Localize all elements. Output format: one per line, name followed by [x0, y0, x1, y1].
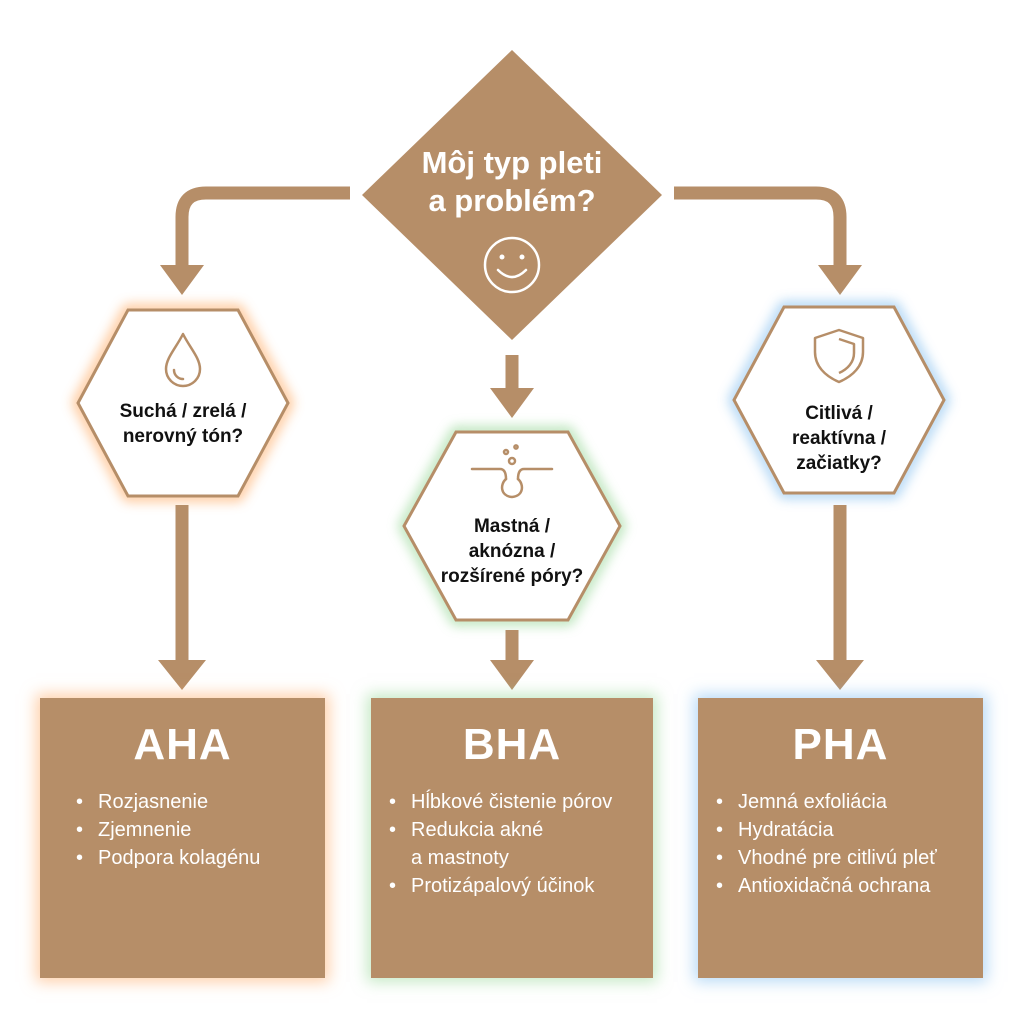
bullet-glyph: •	[389, 791, 397, 813]
bullet-glyph: •	[716, 875, 724, 897]
result-list-item: • Antioxidačná ochrana	[716, 872, 937, 900]
result-list-item-text: Zjemnenie	[98, 819, 192, 841]
result-title-bha: BHA	[462, 720, 562, 769]
hex-sensitive	[732, 305, 946, 495]
result-list-item: • Jemná exfoliácia	[716, 788, 937, 816]
result-title-aha: AHA	[133, 720, 232, 769]
bullet-glyph: •	[76, 819, 84, 841]
question-oily: Mastná / aknózna / rozšírené póry?	[422, 511, 602, 591]
arrowhead-dry-to-aha	[158, 660, 206, 690]
result-list-item: • Protizápalový účinok	[389, 872, 612, 900]
result-list-aha: • Rozjasnenie • Zjemnenie • Podpora kolagénu	[76, 788, 260, 872]
arrowhead-root-to-dry	[160, 265, 204, 295]
result-list-item-text: Rozjasnenie	[98, 791, 209, 813]
question-sensitive: Citlivá / reaktívna / začiatky?	[754, 398, 924, 478]
result-list-item: • Podpora kolagénu	[76, 844, 260, 872]
hex-oily	[402, 430, 622, 622]
result-title-pha: PHA	[792, 720, 889, 769]
result-list-item: • Hĺbkové čistenie pórov	[389, 788, 612, 816]
pore-icon	[470, 444, 554, 499]
water-drop-icon	[164, 332, 202, 388]
arrowhead-sensitive-to-pha	[816, 660, 864, 690]
arrowhead-root-to-oily	[490, 388, 534, 418]
result-list-item-text: Podpora kolagénu	[98, 847, 261, 869]
bullet-glyph: •	[389, 819, 397, 841]
bullet-glyph: •	[76, 847, 84, 869]
result-list-item: • Redukcia akné a mastnoty	[389, 816, 612, 872]
result-list-item: • Hydratácia	[716, 816, 937, 844]
question-sensitive-line: reaktívna /	[792, 427, 886, 449]
result-list-bha: • Hĺbkové čistenie pórov • Redukcia akné a m…	[389, 788, 612, 900]
question-oily-line: Mastná /	[473, 515, 551, 537]
bullet-glyph: •	[76, 791, 84, 813]
result-box-bha: BHA • Hĺbkové čistenie pórov • Redukcia akn…	[371, 698, 653, 978]
connector-root-to-dry	[175, 186, 350, 268]
result-list-item-text: Hĺbkové čistenie pórov	[411, 791, 613, 813]
connector-root-to-sensitive	[674, 186, 847, 268]
root-diamond	[362, 50, 662, 340]
question-dry-line: Suchá / zrelá /	[119, 401, 247, 422]
arrowhead-oily-to-bha	[490, 660, 534, 690]
question-sensitive-line: Citlivá /	[805, 402, 873, 424]
bullet-glyph: •	[716, 847, 724, 869]
result-box-pha: PHA • Jemná exfoliácia • Hydratácia • Vhodné …	[698, 698, 983, 978]
root-question: Môj typ pleti a problém?	[412, 142, 612, 222]
result-list-pha: • Jemná exfoliácia • Hydratácia • Vhodné pre …	[716, 788, 937, 900]
bullet-glyph: •	[716, 791, 724, 813]
question-oily-line: rozšírené póry?	[440, 565, 584, 587]
result-list-item-text: Hydratácia	[738, 819, 834, 841]
arrowhead-root-to-sensitive	[818, 265, 862, 295]
bullet-glyph: •	[389, 875, 397, 897]
root-question-line: a problém?	[428, 183, 596, 218]
result-list-item: • Zjemnenie	[76, 816, 260, 844]
result-list-item-text: Redukcia akné	[411, 819, 544, 841]
result-list-item: • Rozjasnenie	[76, 788, 260, 816]
result-list-item-text: a mastnoty	[411, 847, 509, 869]
hex-dry	[76, 308, 290, 498]
bullet-glyph: •	[716, 819, 724, 841]
question-dry-line: nerovný tón?	[122, 426, 244, 447]
result-list-item: • Vhodné pre citlivú pleť	[716, 844, 937, 872]
result-list-item-text: Jemná exfoliácia	[738, 791, 887, 813]
shield-icon	[813, 328, 865, 384]
result-list-item-text: Protizápalový účinok	[411, 875, 595, 897]
root-question-line: Môj typ pleti	[421, 145, 603, 180]
result-list-item-text: Vhodné pre citlivú pleť	[738, 847, 937, 869]
question-sensitive-line: začiatky?	[796, 452, 882, 474]
question-dry: Suchá / zrelá / nerovný tón?	[98, 394, 268, 454]
smiley-face-icon	[483, 236, 541, 294]
result-box-aha: AHA • Rozjasnenie • Zjemnenie • Podpora kolag…	[40, 698, 325, 978]
question-oily-line: aknózna /	[468, 540, 556, 562]
result-list-item-text: Antioxidačná ochrana	[738, 875, 931, 897]
